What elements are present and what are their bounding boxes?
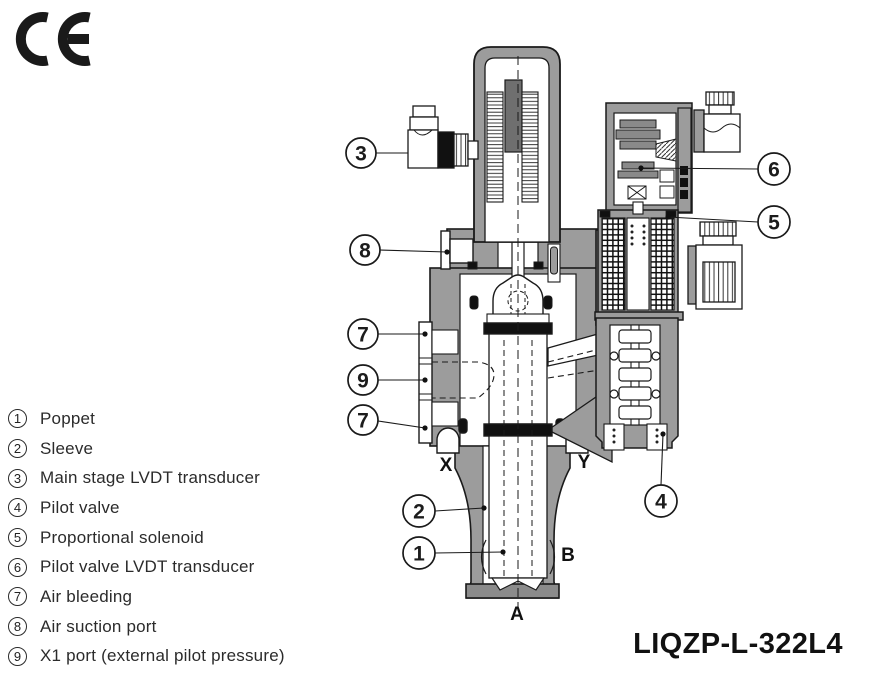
- callout-7-bottom: [347, 404, 379, 436]
- lvdt-winding-right: [521, 91, 539, 203]
- legend-item-pilot-valve: 4 Pilot valve: [8, 493, 285, 523]
- callout-circles: [345, 137, 791, 570]
- legend-label: Pilot valve: [40, 497, 120, 517]
- port-label-y: Y: [578, 452, 591, 473]
- port-label-x: X: [440, 455, 453, 476]
- callout-6: [757, 152, 791, 186]
- lvdt-winding-left: [486, 91, 504, 203]
- pilot-valve-body: [595, 317, 679, 451]
- callout-4-num: 4: [655, 491, 667, 514]
- legend-label: Sleeve: [40, 438, 94, 458]
- legend-item-prop-solenoid: 5 Proportional solenoid: [8, 523, 285, 553]
- parts-legend: 1 Poppet 2 Sleeve 3 Main stage LVDT tran…: [8, 404, 285, 671]
- legend-num-badge: 1: [8, 409, 27, 429]
- legend-item-main-lvdt: 3 Main stage LVDT transducer: [8, 463, 285, 493]
- port-label-b: B: [561, 545, 575, 566]
- legend-num-badge: 7: [8, 587, 27, 607]
- main-lvdt-connector: [407, 105, 479, 169]
- legend-label: Air suction port: [40, 616, 157, 636]
- solenoid-coil-left: [601, 217, 626, 311]
- callout-3: [345, 137, 377, 169]
- callout-8: [349, 234, 381, 266]
- callout-3-num: 3: [355, 143, 367, 166]
- callout-4: [644, 484, 678, 518]
- legend-num-badge: 8: [8, 617, 27, 637]
- air-bleed-channel-top: [431, 329, 459, 355]
- callout-dots: [422, 165, 671, 555]
- legend-label: Poppet: [40, 408, 96, 428]
- proportional-solenoid: [594, 201, 684, 321]
- callout-5-num: 5: [768, 212, 780, 235]
- legend-item-poppet: 1 Poppet: [8, 404, 285, 434]
- pilot-lvdt-connector: [693, 91, 741, 153]
- port-label-a: A: [510, 604, 524, 625]
- air-bleed-channel-bottom: [431, 401, 459, 427]
- legend-num-badge: 2: [8, 439, 27, 459]
- callout-2-num: 2: [413, 501, 425, 524]
- legend-num-badge: 6: [8, 557, 27, 577]
- callout-leaders: [376, 152, 759, 554]
- legend-label: X1 port (external pilot pressure): [40, 646, 285, 666]
- callout-8-num: 8: [359, 240, 371, 263]
- callout-6-num: 6: [768, 159, 780, 182]
- legend-item-x1-port: 9 X1 port (external pilot pressure): [8, 642, 285, 672]
- side-ports-plate: [418, 321, 459, 444]
- legend-item-sleeve: 2 Sleeve: [8, 434, 285, 464]
- solenoid-coil-right: [650, 217, 675, 311]
- legend-item-air-bleeding: 7 Air bleeding: [8, 582, 285, 612]
- callout-7-top: [347, 318, 379, 350]
- legend-label: Main stage LVDT transducer: [40, 468, 261, 488]
- pilot-lvdt-box: [605, 102, 693, 214]
- legend-num-badge: 5: [8, 528, 27, 548]
- legend-item-air-suction: 8 Air suction port: [8, 612, 285, 642]
- callout-9: [347, 364, 379, 396]
- legend-label: Proportional solenoid: [40, 527, 204, 547]
- callout-7-bottom-num: 7: [357, 410, 369, 433]
- legend-label: Air bleeding: [40, 586, 133, 606]
- legend-num-badge: 4: [8, 498, 27, 518]
- callout-9-num: 9: [357, 370, 369, 393]
- callout-1-num: 1: [413, 543, 425, 566]
- callout-1: [402, 536, 436, 570]
- main-lvdt-tower: [473, 46, 561, 243]
- solenoid-din-connector: [687, 221, 743, 310]
- legend-item-pilot-lvdt: 6 Pilot valve LVDT transducer: [8, 552, 285, 582]
- callout-5: [757, 205, 791, 239]
- legend-label: Pilot valve LVDT transducer: [40, 557, 255, 577]
- model-number: LIQZP-L-322L4: [633, 628, 843, 660]
- legend-num-badge: 9: [8, 646, 27, 666]
- ce-mark-icon: CE: [12, 8, 96, 75]
- callout-2: [402, 494, 436, 528]
- legend-num-badge: 3: [8, 468, 27, 488]
- callout-7-top-num: 7: [357, 324, 369, 347]
